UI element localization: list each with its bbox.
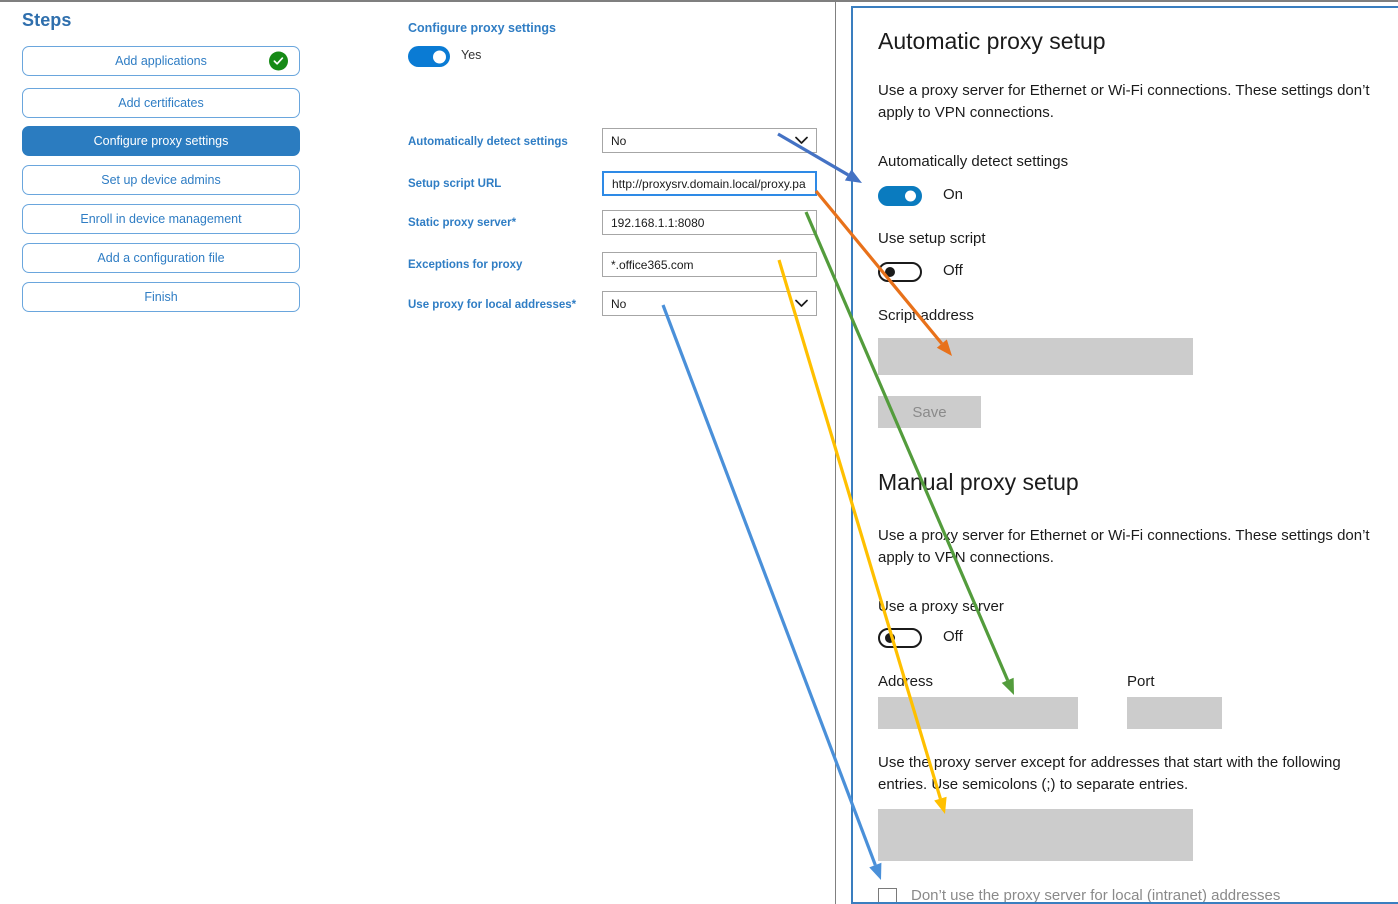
select-use-proxy-for-local-addresses[interactable]: No: [602, 291, 817, 316]
select-value: No: [611, 296, 627, 311]
windows-proxy-settings-panel: Automatic proxy setup Use a proxy server…: [851, 6, 1398, 904]
save-button[interactable]: Save: [878, 396, 981, 428]
step-label: Add certificates: [118, 96, 204, 110]
input-value: 192.168.1.1:8080: [611, 215, 705, 230]
toggle-knob: [433, 50, 446, 63]
toggle-knob: [905, 190, 916, 202]
input-script-address[interactable]: [878, 338, 1193, 375]
steps-sidebar: Steps Add applications Add certificates …: [0, 2, 335, 904]
steps-heading: Steps: [22, 10, 72, 30]
state-use-a-proxy-server: Off: [943, 628, 963, 645]
state-use-setup-script: Off: [943, 262, 963, 279]
label-automatically-detect-settings: Automatically detect settings: [408, 136, 568, 148]
label-script-address: Script address: [878, 307, 974, 324]
checkbox-bypass-local-addresses[interactable]: [878, 888, 897, 902]
step-button-finish[interactable]: Finish: [22, 282, 300, 312]
step-label: Add applications: [115, 54, 207, 68]
step-button-add-certificates[interactable]: Add certificates: [22, 88, 300, 118]
step-button-enroll-in-device-management[interactable]: Enroll in device management: [22, 204, 300, 234]
step-label: Add a configuration file: [97, 251, 225, 265]
step-label: Finish: [144, 290, 178, 304]
step-button-configure-proxy-settings[interactable]: Configure proxy settings: [22, 126, 300, 156]
label-address: Address: [878, 673, 934, 690]
chevron-down-icon: [795, 134, 808, 148]
toggle-knob: [885, 267, 895, 277]
input-setup-script-url[interactable]: http://proxysrv.domain.local/proxy.pa: [602, 171, 817, 196]
configure-proxy-toggle[interactable]: [408, 46, 450, 67]
required-marker: *: [511, 217, 517, 229]
proxy-form-pane: Configure proxy settings Yes Automatical…: [335, 2, 835, 904]
label-use-a-proxy-server: Use a proxy server: [878, 598, 1004, 615]
label-use-proxy-for-local-addresses: Use proxy for local addresses*: [408, 299, 576, 311]
form-heading: Configure proxy settings: [408, 21, 556, 35]
input-proxy-exceptions[interactable]: [878, 809, 1193, 861]
exceptions-description: Use the proxy server except for addresse…: [878, 754, 1341, 793]
input-value: *.office365.com: [611, 257, 694, 272]
label-bypass-local-addresses: Don’t use the proxy server for local (in…: [911, 887, 1281, 904]
label-text: Use proxy for local addresses: [408, 299, 572, 311]
input-static-proxy-server[interactable]: 192.168.1.1:8080: [602, 210, 817, 235]
select-value: No: [611, 133, 627, 148]
step-label: Configure proxy settings: [93, 134, 229, 148]
required-marker: *: [571, 299, 577, 311]
automatic-proxy-setup-heading: Automatic proxy setup: [878, 28, 1106, 54]
label-automatically-detect-settings: Automatically detect settings: [878, 153, 1069, 170]
input-exceptions-for-proxy[interactable]: *.office365.com: [602, 252, 817, 277]
label-text: Setup script URL: [408, 178, 502, 190]
label-text: Exceptions for proxy: [408, 259, 523, 271]
toggle-automatically-detect-settings[interactable]: [878, 186, 922, 206]
column-divider: [835, 2, 836, 904]
label-setup-script-url: Setup script URL: [408, 178, 501, 190]
step-label: Enroll in device management: [80, 212, 242, 226]
toggle-use-setup-script[interactable]: [878, 262, 922, 282]
label-text: Static proxy server: [408, 217, 512, 229]
step-button-add-applications[interactable]: Add applications: [22, 46, 300, 76]
input-address[interactable]: [878, 697, 1078, 729]
manual-proxy-setup-description: Use a proxy server for Ethernet or Wi-Fi…: [878, 527, 1370, 566]
chevron-down-icon: [795, 297, 808, 311]
label-static-proxy-server: Static proxy server*: [408, 217, 516, 229]
step-button-set-up-device-admins[interactable]: Set up device admins: [22, 165, 300, 195]
input-value: http://proxysrv.domain.local/proxy.pa: [612, 176, 806, 191]
toggle-knob: [885, 633, 895, 643]
label-use-setup-script: Use setup script: [878, 230, 986, 247]
toggle-use-a-proxy-server[interactable]: [878, 628, 922, 648]
state-automatically-detect-settings: On: [943, 186, 964, 203]
input-port[interactable]: [1127, 697, 1222, 729]
label-text: Automatically detect settings: [408, 136, 568, 148]
manual-proxy-setup-heading: Manual proxy setup: [878, 469, 1079, 495]
select-automatically-detect-settings[interactable]: No: [602, 128, 817, 153]
label-port: Port: [1127, 673, 1155, 690]
configure-proxy-toggle-value: Yes: [461, 48, 482, 62]
step-button-add-a-configuration-file[interactable]: Add a configuration file: [22, 243, 300, 273]
check-circle-icon: [269, 51, 288, 71]
step-label: Set up device admins: [101, 173, 221, 187]
label-exceptions-for-proxy: Exceptions for proxy: [408, 259, 522, 271]
top-border-rule: [0, 0, 1398, 2]
automatic-proxy-setup-description: Use a proxy server for Ethernet or Wi-Fi…: [878, 82, 1370, 121]
